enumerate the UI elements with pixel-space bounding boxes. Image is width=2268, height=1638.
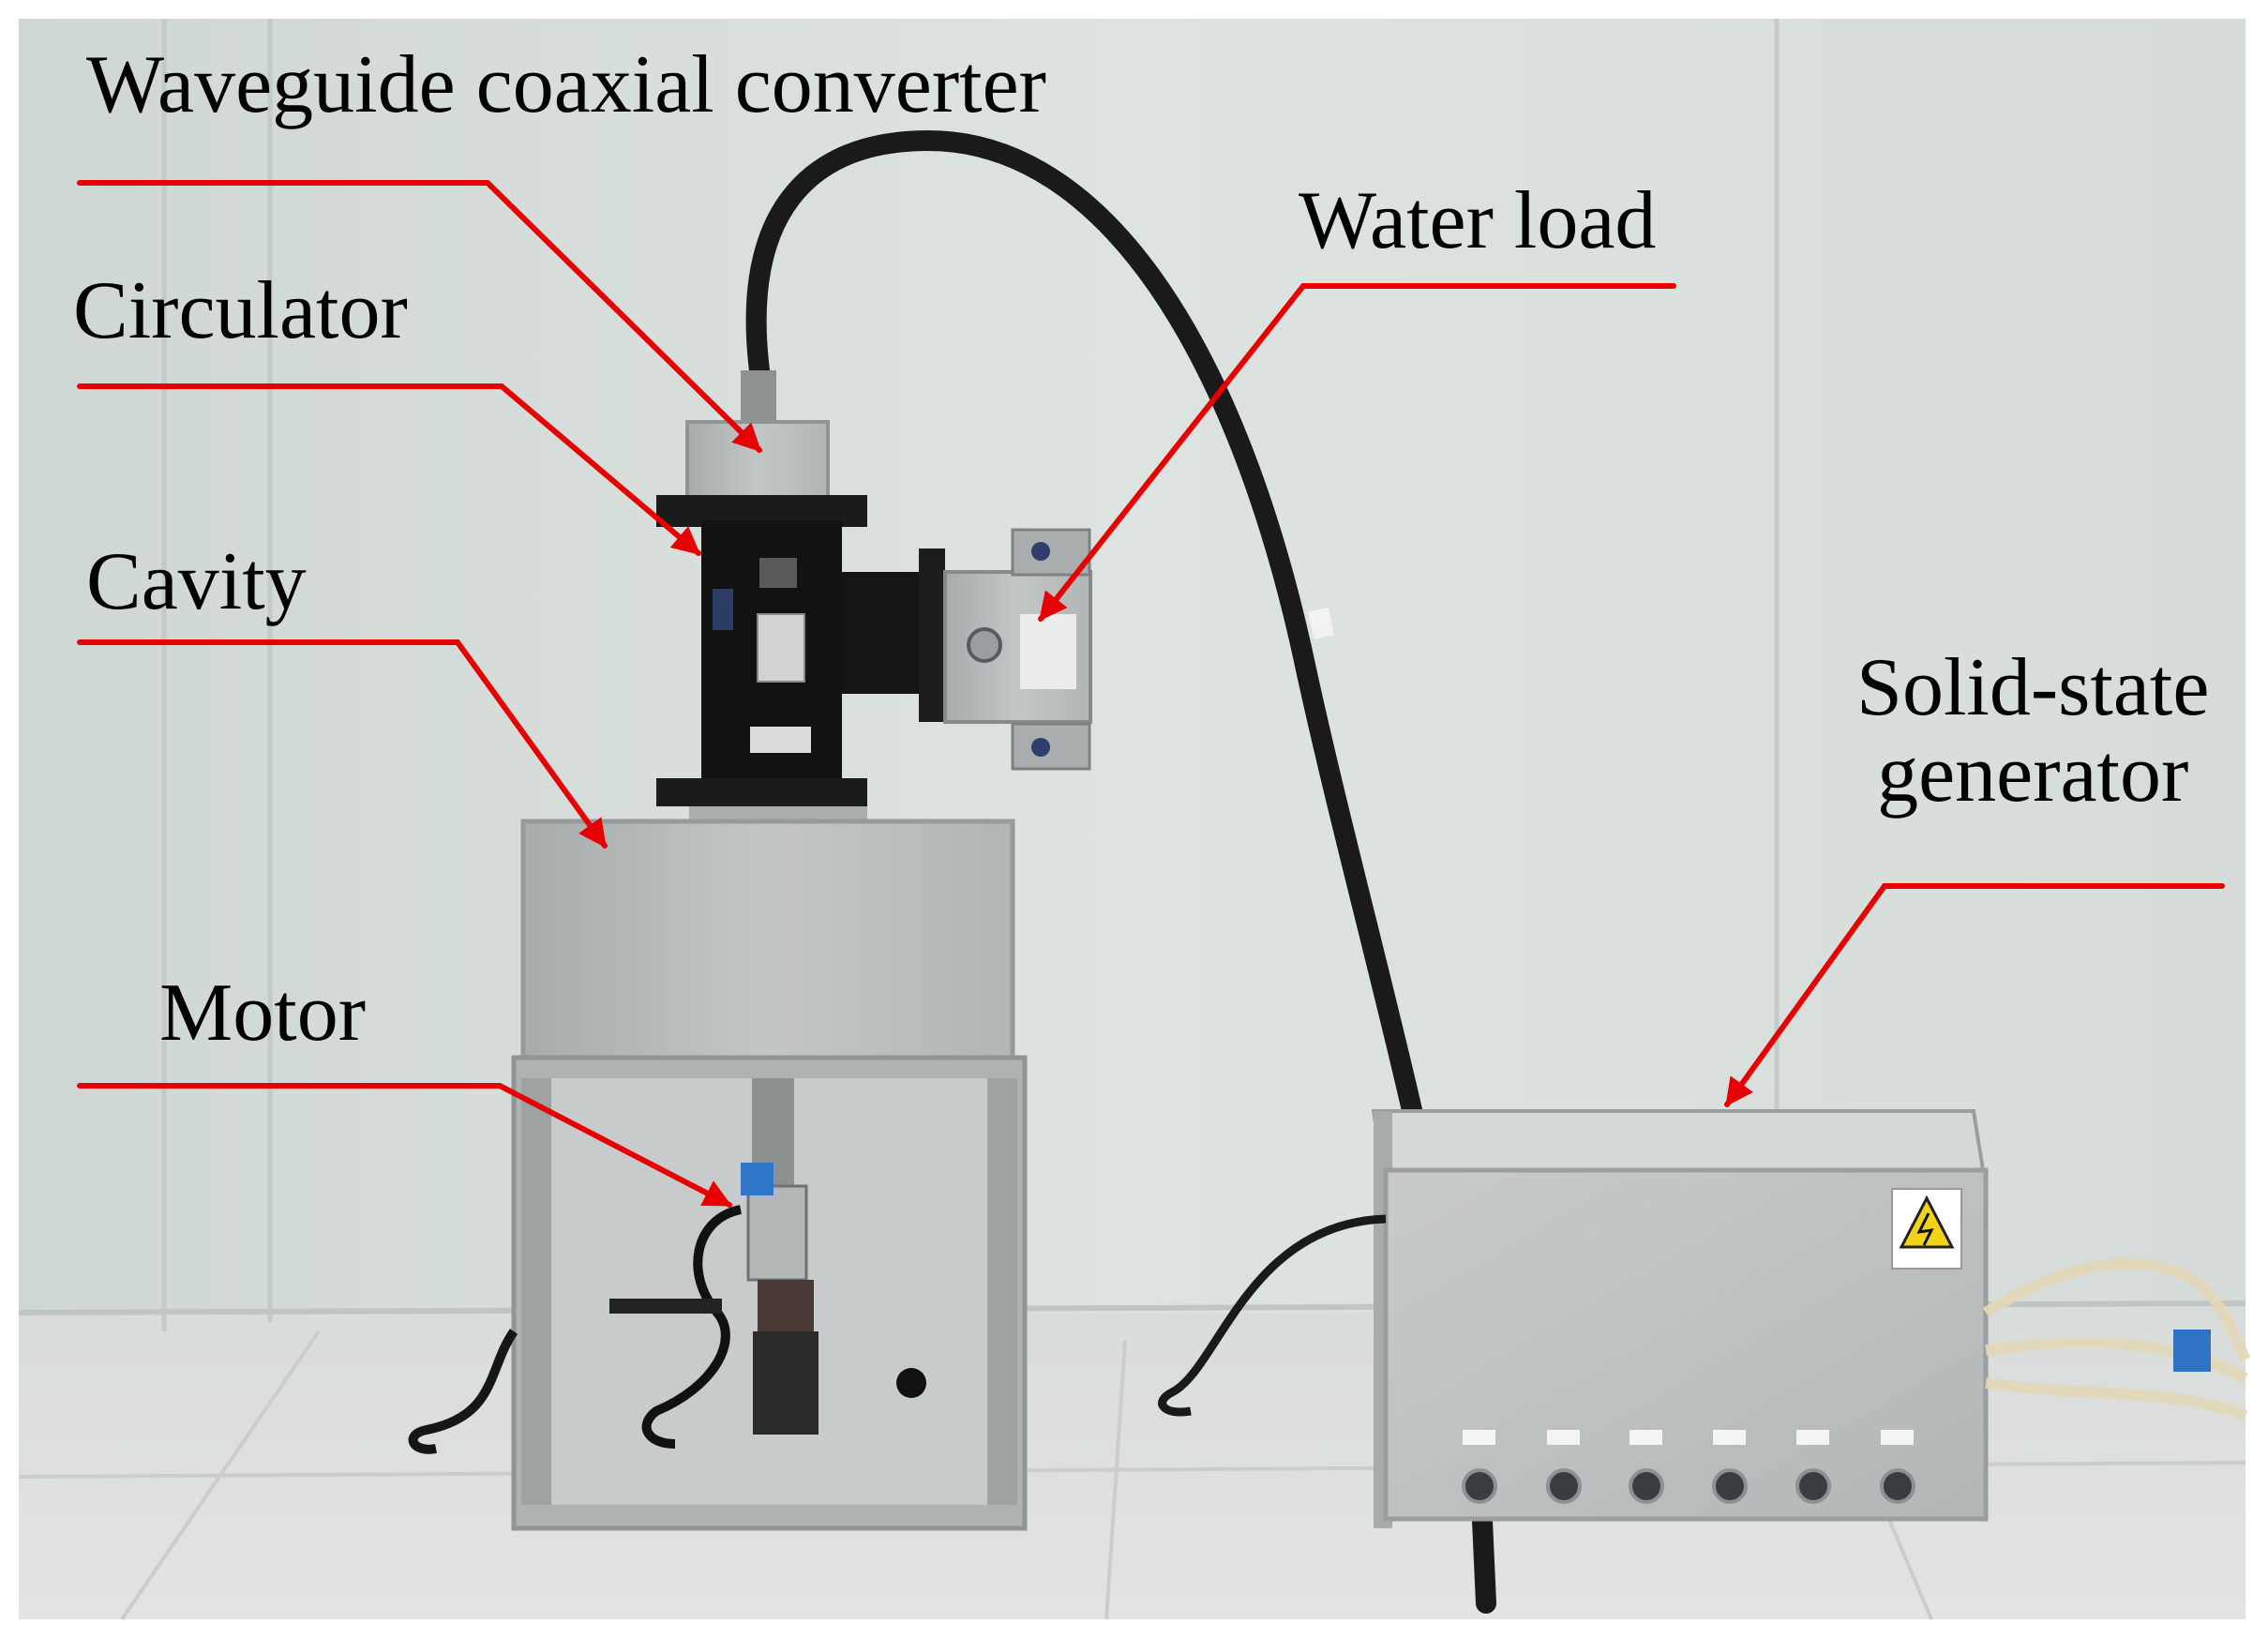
cable-marker (1308, 608, 1334, 639)
waveguide-leader-line (77, 180, 762, 453)
waveguide-coaxial-converter (685, 370, 830, 499)
label-circulator: Circulator (73, 265, 408, 356)
cavity (520, 806, 1015, 1066)
solid-state-generator-leader-line (1724, 883, 2225, 1107)
water-load-leader-line (1038, 283, 1676, 622)
annotation-lines (77, 180, 2225, 1208)
motor-leader-line (77, 1083, 732, 1208)
label-solid-state-generator: Solid-state generator (1856, 642, 2210, 820)
wall-panel-seams (161, 19, 1780, 1331)
label-solid-state-line-1: Solid-state (1856, 642, 2210, 733)
cavity-leader-line (77, 639, 608, 849)
generator-power-cable (1158, 1214, 1387, 1417)
power-cable-left (408, 1329, 518, 1454)
circulator (656, 495, 945, 806)
generator-output-ports (1462, 1468, 1915, 1504)
label-motor: Motor (159, 968, 366, 1059)
label-water-load: Water load (1299, 175, 1657, 266)
circulator-leader-line (77, 383, 701, 556)
port-tags (1463, 1430, 1914, 1445)
label-waveguide-coaxial-converter: Waveguide coaxial converter (86, 39, 1046, 130)
lab-wall (19, 19, 2245, 1313)
hose-valve (2173, 1330, 2211, 1372)
solid-state-generator (1371, 1109, 1989, 1528)
label-cavity: Cavity (86, 536, 307, 627)
label-solid-state-line-2: generator (1877, 729, 2189, 820)
warning-triangle-icon (1891, 1188, 1962, 1270)
motor (609, 1078, 819, 1449)
